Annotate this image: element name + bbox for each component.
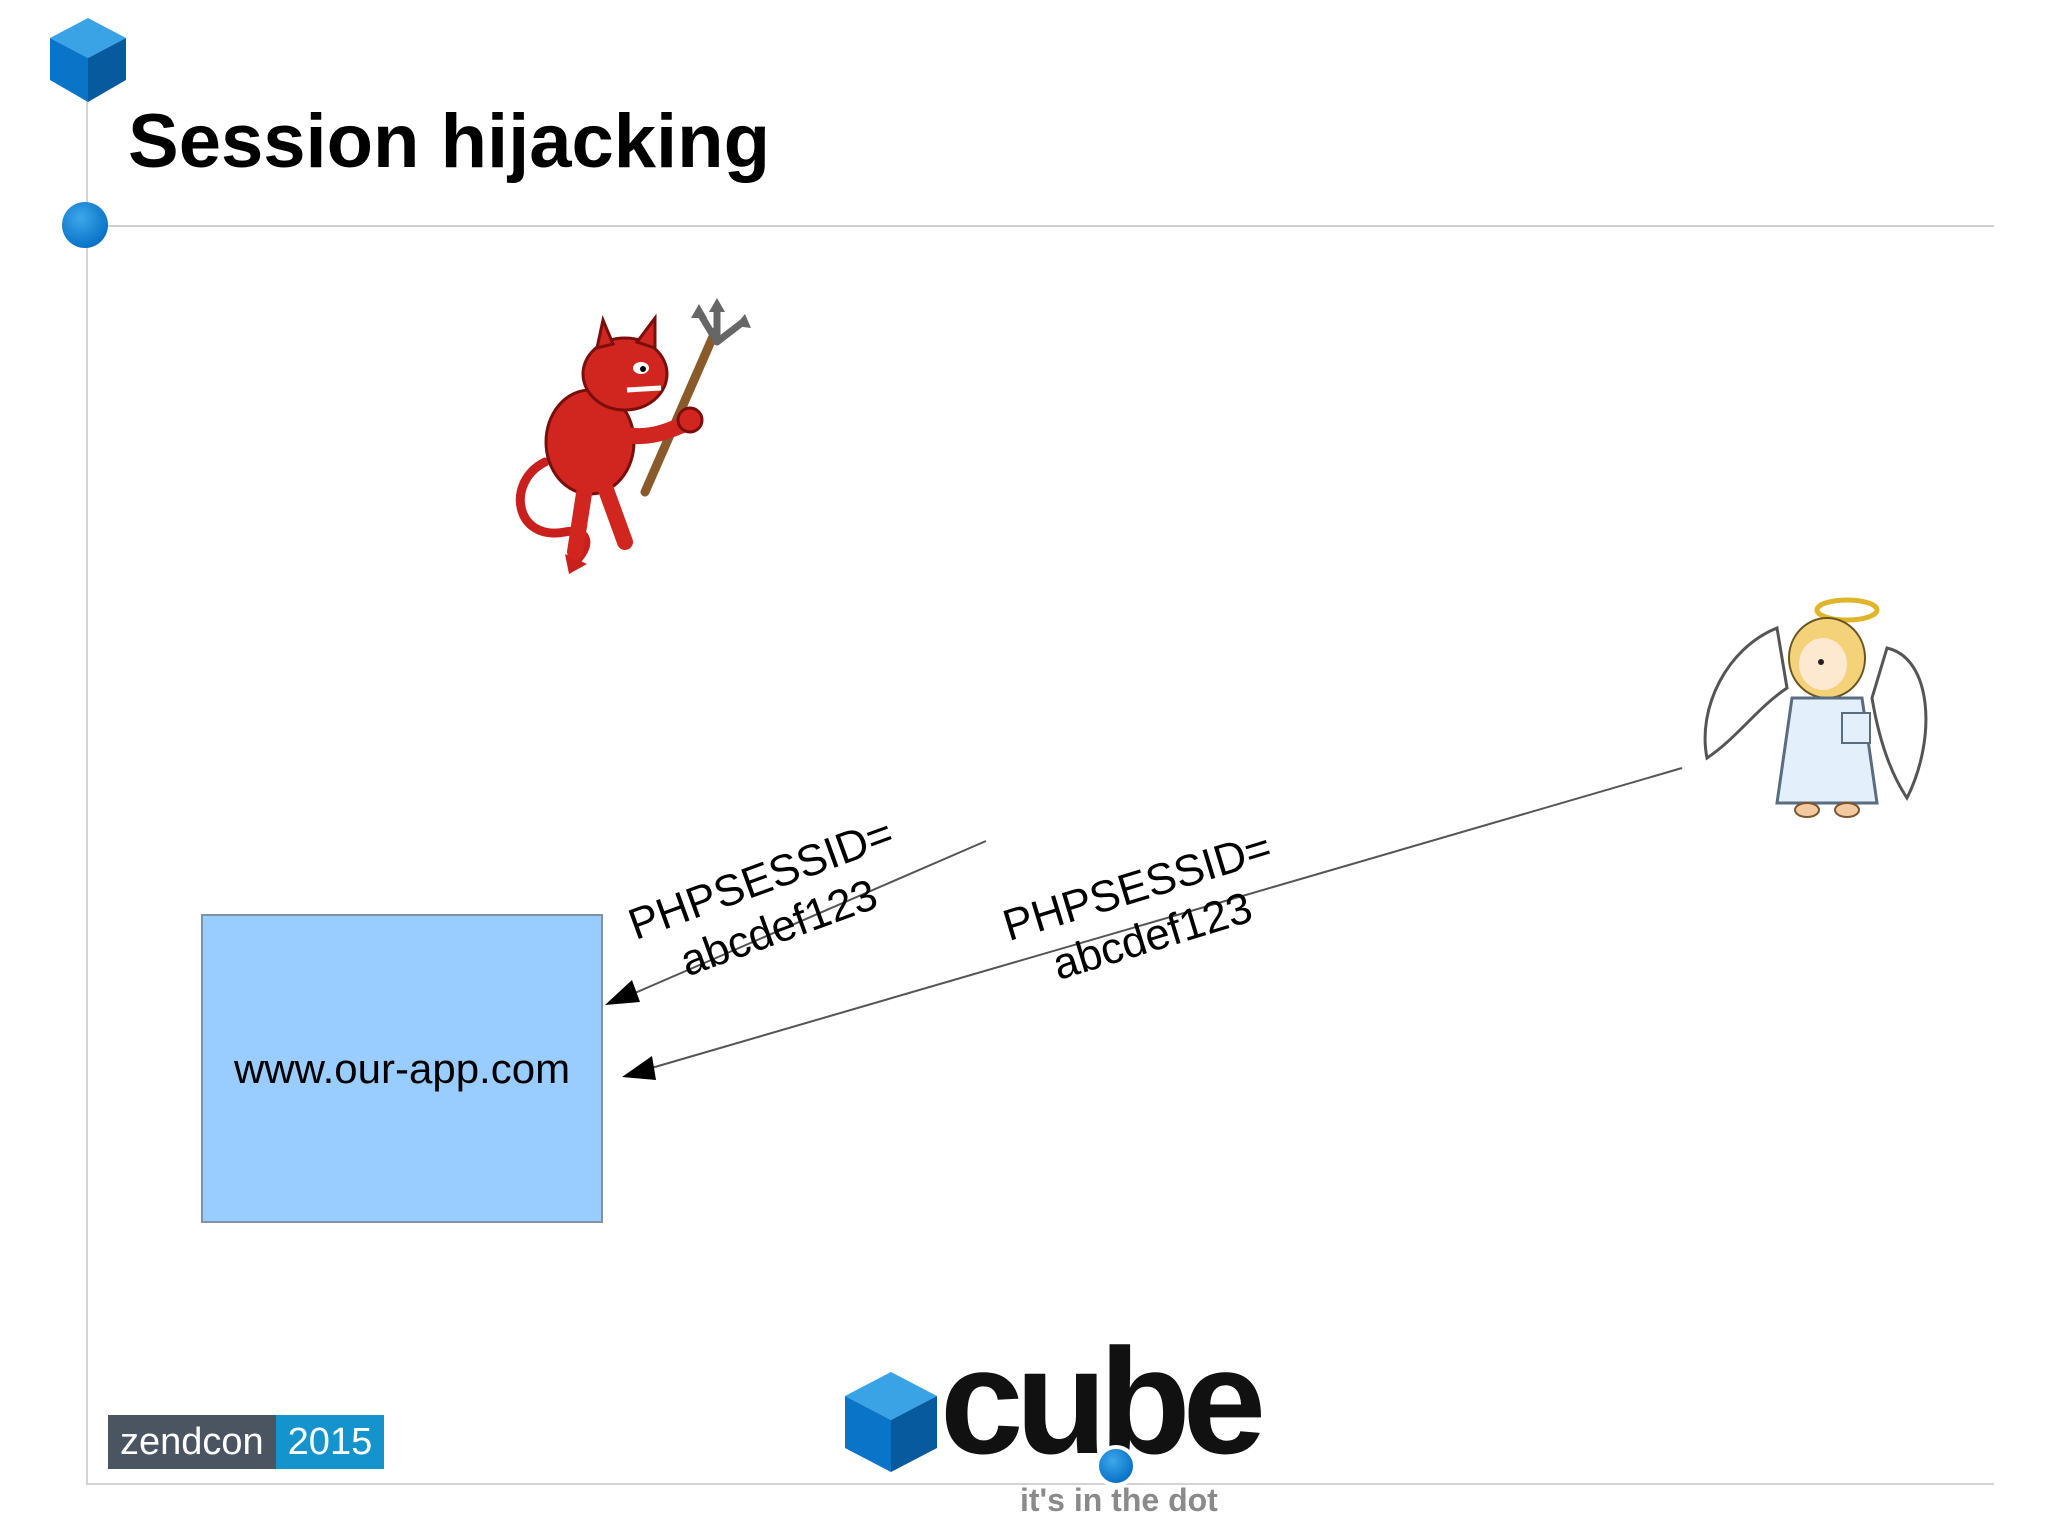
angel-icon <box>1703 597 1928 818</box>
left-rule <box>86 80 88 1485</box>
server-box: www.our-app.com <box>201 914 603 1223</box>
event-name: zendcon <box>108 1415 276 1469</box>
zendcon-badge: zendcon 2015 <box>108 1415 385 1469</box>
server-label: www.our-app.com <box>233 1044 571 1092</box>
cube-brand-icon <box>845 1372 937 1472</box>
page-title: Session hijacking <box>128 99 770 184</box>
user-request-arrow <box>647 767 1683 1070</box>
footer-rule <box>86 1483 1994 1485</box>
brand-tagline: it's in the dot <box>1020 1482 1218 1518</box>
attacker-arrowhead <box>605 980 640 1005</box>
user-arrowhead <box>622 1056 656 1080</box>
brand-dot-icon <box>1095 1445 1137 1487</box>
title-dot-icon <box>62 202 108 248</box>
attacker-request-arrow <box>627 840 987 997</box>
devil-icon <box>515 298 751 574</box>
cube-brand-logo: cube it's in the dot <box>845 1317 1295 1535</box>
cube-logo-icon <box>50 18 126 102</box>
title-rule <box>86 225 1994 227</box>
event-year: 2015 <box>275 1415 385 1469</box>
